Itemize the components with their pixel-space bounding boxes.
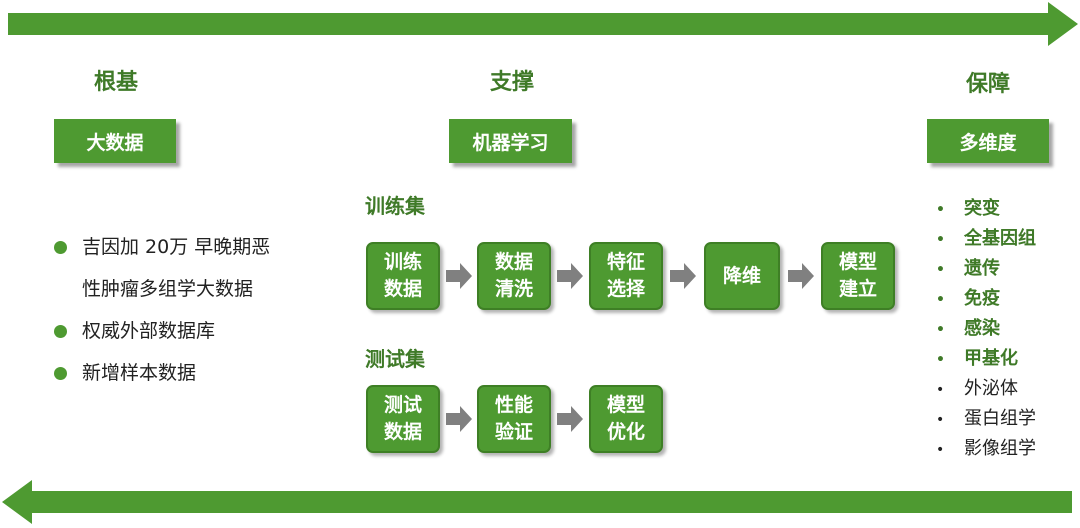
bullet-icon — [54, 367, 67, 380]
heading-guarantee: 保障 — [965, 72, 1010, 97]
list-item-label: 甲基化 — [964, 348, 1018, 369]
arrow-right-icon — [788, 263, 814, 289]
arrow-right-icon — [557, 406, 583, 432]
bullet-icon: • — [936, 352, 945, 368]
heading-support: 支撑 — [489, 70, 534, 95]
bullet-icon: • — [936, 232, 945, 248]
bullet-icon: • — [936, 202, 945, 218]
bullet-icon: • — [936, 382, 945, 398]
list-item-label: 免疫 — [964, 288, 1000, 309]
list-item: 吉因加 20万 早晚期恶 性肿瘤多组学大数据 — [52, 226, 332, 310]
heading-foundation: 根基 — [93, 70, 138, 95]
step-training-data: 训练 数据 — [366, 242, 440, 310]
list-item-label: 吉因加 20万 早晚期恶 性肿瘤多组学大数据 — [82, 236, 271, 300]
data-source-list: 吉因加 20万 早晚期恶 性肿瘤多组学大数据 权威外部数据库 新增样本数据 — [52, 226, 332, 394]
arrow-right-icon — [557, 263, 583, 289]
training-set-title: 训练集 — [365, 194, 425, 218]
bullet-icon: • — [936, 412, 945, 428]
arrow-right-icon — [670, 263, 696, 289]
list-item: • 突变 — [936, 194, 1000, 220]
list-item: • 感染 — [936, 314, 1000, 340]
step-feature-selection: 特征 选择 — [589, 242, 663, 310]
bullet-icon — [54, 325, 67, 338]
list-item: 新增样本数据 — [52, 352, 332, 394]
list-item: • 外泌体 — [936, 374, 1018, 400]
list-item-label: 感染 — [964, 318, 1000, 339]
step-dim-reduction: 降维 — [704, 242, 780, 310]
bullet-icon: • — [936, 262, 945, 278]
step-model-building: 模型 建立 — [821, 242, 895, 310]
list-item: • 免疫 — [936, 284, 1000, 310]
list-item-label: 权威外部数据库 — [82, 320, 216, 342]
bullet-icon: • — [936, 322, 945, 338]
list-item: • 全基因组 — [936, 224, 1036, 250]
list-item-label: 蛋白组学 — [964, 408, 1036, 429]
top-flow-arrow — [8, 2, 1078, 46]
list-item-label: 影像组学 — [964, 438, 1036, 459]
list-item: 权威外部数据库 — [52, 310, 332, 352]
testing-set-title: 测试集 — [365, 347, 425, 371]
step-testing-data: 测试 数据 — [366, 385, 440, 453]
bullet-icon: • — [936, 292, 945, 308]
tag-big-data: 大数据 — [54, 119, 176, 163]
list-item-label: 外泌体 — [964, 378, 1018, 399]
bottom-flow-arrow — [2, 480, 1072, 524]
tag-machine-learning: 机器学习 — [449, 119, 572, 163]
list-item-label: 突变 — [964, 198, 1000, 219]
tag-multi-dimension: 多维度 — [927, 119, 1049, 163]
dimension-list: • 突变 • 全基因组 • 遗传 • 免疫 • 感染 • 甲基化 • 外泌体 • 蛋白组学 • 影… — [936, 192, 1076, 472]
list-item: • 遗传 — [936, 254, 1000, 280]
list-item: • 甲基化 — [936, 344, 1018, 370]
list-item-label: 全基因组 — [964, 228, 1036, 249]
step-model-optimization: 模型 优化 — [589, 385, 663, 453]
list-item-label: 新增样本数据 — [82, 362, 197, 384]
arrow-right-icon — [446, 263, 472, 289]
list-item: • 蛋白组学 — [936, 404, 1036, 430]
list-item: • 影像组学 — [936, 434, 1036, 460]
step-performance-validation: 性能 验证 — [477, 385, 551, 453]
step-data-cleaning: 数据 清洗 — [477, 242, 551, 310]
bullet-icon: • — [936, 442, 945, 458]
list-item-label: 遗传 — [964, 258, 1000, 279]
arrow-right-icon — [446, 406, 472, 432]
bullet-icon — [54, 241, 67, 254]
